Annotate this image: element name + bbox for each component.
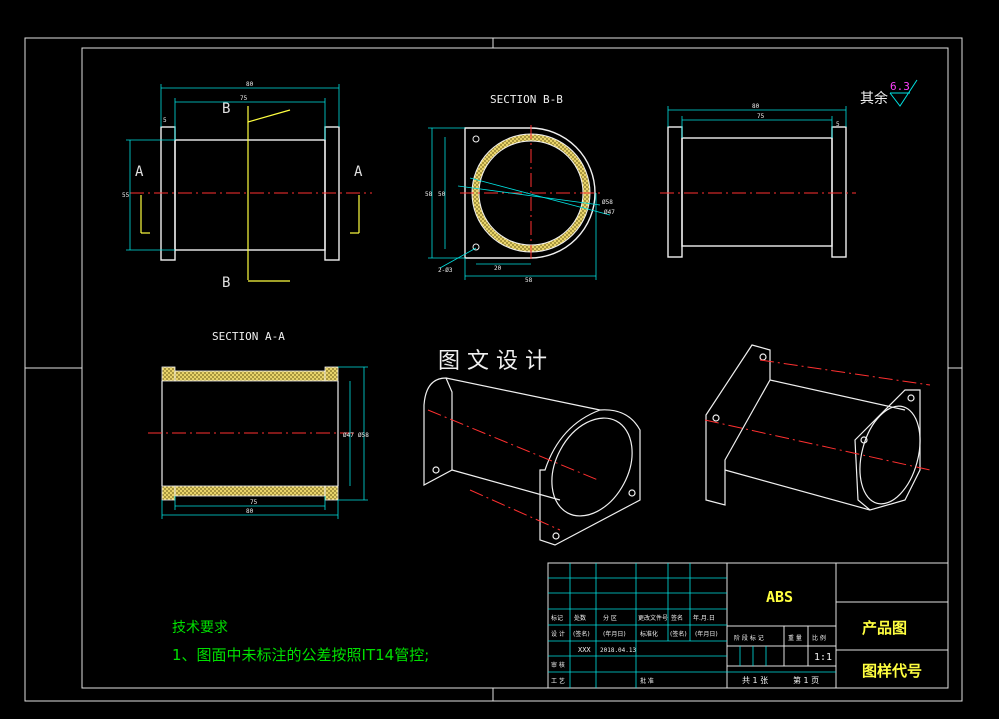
bb-dim-dia-inner: Ø47	[604, 209, 615, 216]
scale-label: 比 例	[812, 634, 826, 642]
roughness-icon	[889, 79, 918, 107]
front-view: 80 75 5 55 B B A A	[122, 81, 372, 291]
isometric-view-left	[423, 377, 641, 546]
header-count: 处数	[574, 614, 586, 622]
section-aa-view: SECTION A-A 75 80 Ø47 Ø58	[148, 330, 369, 519]
watermark: 图 文 设 计	[438, 349, 547, 374]
tech-req-title: 技术要求	[172, 620, 228, 636]
aa-dim-bottom-outer: 80	[246, 508, 254, 515]
front-dim-left: 55	[122, 192, 130, 199]
section-bb-title: SECTION B-B	[490, 93, 563, 106]
section-letter-a-left: A	[135, 164, 144, 180]
side-dim-inner: 75	[757, 113, 765, 120]
front-dim-small: 5	[163, 117, 167, 124]
front-dim-inner: 75	[240, 95, 248, 102]
weight-label: 重 量	[788, 634, 802, 642]
aa-dim-right-outer: Ø58	[358, 432, 369, 439]
section-letter-a-right: A	[354, 164, 363, 180]
section-letter-b-top: B	[222, 101, 230, 117]
bb-dim-left-outer: 58	[425, 191, 433, 198]
side-view: 80 75 5	[660, 103, 856, 258]
header-sign: 签名	[671, 614, 683, 622]
design-date: (年月日)	[603, 630, 626, 638]
title-block	[547, 562, 949, 689]
tech-req-line1: 1、图面中未标注的公差按照IT14管控;	[172, 646, 429, 664]
section-letter-b-bottom: B	[222, 275, 230, 291]
bb-dim-dia-outer: Ø58	[602, 199, 613, 206]
front-dim-outer: 80	[246, 81, 254, 88]
aa-dim-bottom-inner: 75	[250, 499, 258, 506]
roughness-note: 其余 6.3	[860, 79, 918, 107]
standard-label: 标准化	[640, 630, 658, 638]
roughness-prefix: 其余	[860, 90, 888, 107]
approve-label: 批 准	[640, 677, 654, 685]
drawing-title: 产品图	[862, 619, 907, 637]
isometric-view-right	[704, 344, 931, 511]
standard-date: (年月日)	[695, 630, 718, 638]
stage-mark-label: 阶 段 标 记	[734, 634, 764, 642]
side-dim-outer: 80	[752, 103, 760, 110]
bb-dim-bottom-inner: 20	[494, 265, 502, 272]
section-aa-title: SECTION A-A	[212, 330, 285, 343]
header-mark: 标记	[551, 614, 563, 622]
roughness-value: 6.3	[890, 80, 910, 93]
bb-dim-left-inner: 50	[438, 191, 446, 198]
design-label: 设 计	[551, 630, 565, 638]
bb-dim-bottom-outer: 58	[525, 277, 533, 284]
section-bb-view: SECTION B-B 58 50 58 20 2-Ø3 Ø58 Ø47	[425, 93, 615, 284]
header-change-doc: 更改文件号	[638, 614, 668, 622]
sheets-total: 共 1 张	[742, 676, 768, 685]
scale-value: 1:1	[814, 652, 832, 663]
side-dim-small: 5	[836, 121, 840, 128]
designer-name: XXX	[578, 646, 591, 654]
standard-sign: (签名)	[670, 630, 687, 638]
header-zone: 分 区	[603, 614, 617, 622]
material-label: ABS	[766, 588, 793, 606]
bb-dim-hole: 2-Ø3	[438, 267, 453, 274]
design-sign: (签名)	[573, 630, 590, 638]
aa-dim-right-inner: Ø47	[343, 432, 354, 439]
process-label: 工 艺	[551, 677, 565, 685]
drawing-code: 图样代号	[862, 662, 922, 680]
design-date-value: 2018.04.13	[600, 647, 637, 654]
header-date: 年.月.日	[693, 614, 715, 622]
sheet-number: 第 1 页	[793, 675, 819, 685]
sheet-border	[24, 37, 963, 702]
review-label: 审 核	[551, 661, 565, 669]
